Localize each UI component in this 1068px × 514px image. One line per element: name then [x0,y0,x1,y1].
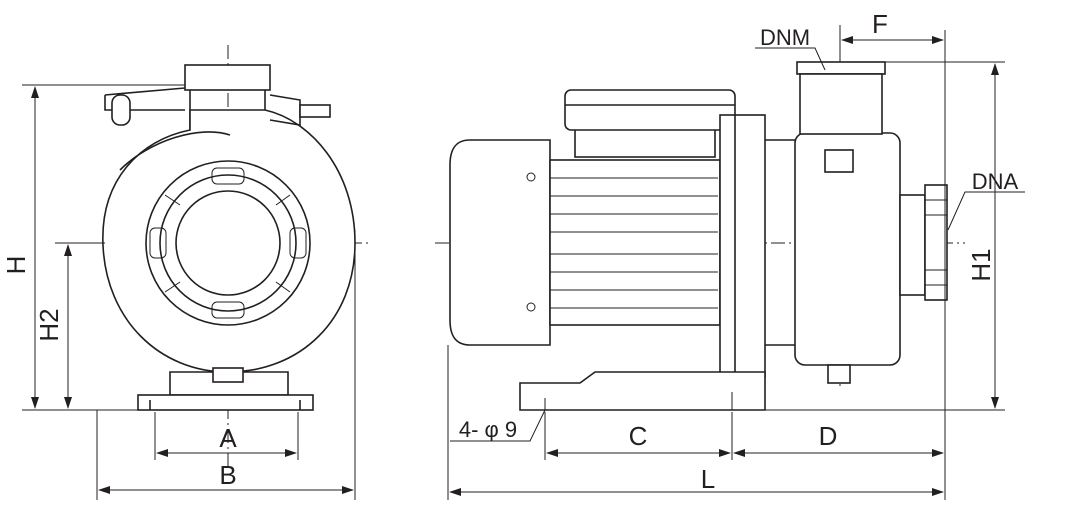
dim-label-a: A [219,423,237,453]
dim-label-b: B [219,460,236,490]
dim-label-l: L [701,464,715,494]
dim-label-h2: H2 [34,308,64,341]
front-dimensions: H H2 A B [1,86,354,494]
side-view [435,25,1005,500]
dim-label-h: H [1,256,31,275]
dim-label-d: D [819,421,838,451]
dim-label-h1: H1 [966,248,996,281]
dim-label-holes: 4- φ 9 [459,417,517,442]
dim-label-c: C [629,421,648,451]
dim-label-dnm: DNM [760,25,810,50]
front-view [22,45,370,500]
dim-label-f: F [872,9,888,39]
side-dimensions: F DNM DNA H1 C D L 4- φ 9 [449,9,1025,496]
